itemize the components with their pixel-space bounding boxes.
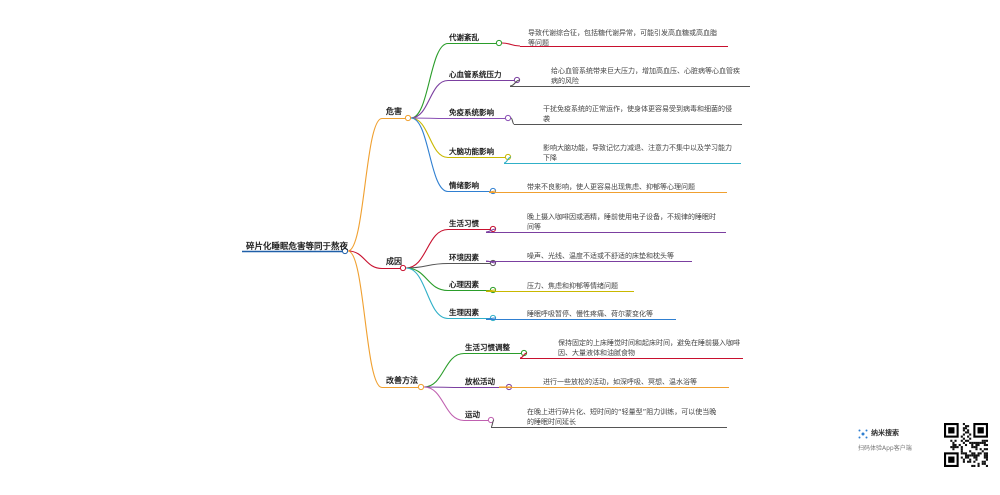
leaf-text: 噪声、光线、温度不适或不舒适的床垫和枕头等	[527, 252, 674, 260]
connector-line	[423, 352, 465, 388]
topic-label: 生活习惯	[449, 219, 479, 228]
brand-badge: 纳米搜索 扫码体验App客户端	[858, 423, 988, 483]
leaf-text: 压力、焦虑和抑郁等情绪问题	[527, 282, 618, 290]
leaf-text: 给心血管系统带来巨大压力，增加高血压、心脏病等心血管疾病的风险	[551, 67, 740, 85]
connector-line	[510, 117, 515, 125]
leaf-text: 干扰免疫系统的正常运作，使身体更容易受到病毒和细菌的侵袭	[543, 105, 732, 123]
connector-line	[423, 386, 465, 422]
connector-line	[347, 250, 383, 389]
topic-label: 运动	[465, 410, 480, 419]
topic-label: 生理因素	[449, 308, 479, 317]
brand-logo-icon	[858, 429, 868, 439]
branch-label: 危害	[386, 107, 402, 116]
connector-line	[405, 262, 449, 269]
connector-line	[490, 419, 495, 428]
node-dot	[341, 247, 349, 255]
leaf-text: 在晚上进行碎片化、短时间的“轻量型”阻力训练，可以使当晚的睡眠时间延长	[527, 408, 717, 426]
node-dot	[404, 114, 412, 122]
brand-subtitle: 扫码体验App客户端	[858, 445, 912, 452]
connector-line	[501, 42, 521, 47]
connector-line	[423, 386, 465, 389]
leaf-text: 带来不良影响，使人更容易出现焦虑、抑郁等心理问题	[527, 183, 695, 191]
topic-label: 情绪影响	[449, 181, 479, 190]
node-dot	[417, 383, 425, 391]
leaf-text: 导致代谢综合征，包括糖代谢异常，可能引发高血糖或高血脂等问题	[528, 29, 717, 47]
topic-label: 生活习惯调整	[465, 343, 510, 352]
topic-label: 心理因素	[449, 280, 479, 289]
leaf-text: 影响大脑功能，导致记忆力减退、注意力不集中以及学习能力下降	[543, 144, 732, 162]
topic-label: 环境因素	[449, 253, 479, 262]
connector-line	[347, 250, 383, 270]
branch-label: 改善方法	[386, 376, 418, 385]
connector-line	[410, 117, 449, 159]
topic-label: 心血管系统压力	[449, 70, 502, 79]
connector-line	[405, 267, 449, 292]
qr-code-icon[interactable]	[944, 423, 988, 467]
brand-name: 纳米搜索	[871, 429, 899, 437]
connector-line	[410, 117, 449, 193]
node-dot	[399, 264, 407, 272]
leaf-text: 睡眠呼吸暂停、慢性疼痛、荷尔蒙变化等	[527, 310, 653, 318]
connector-line	[410, 117, 449, 120]
connector-line	[519, 352, 528, 359]
connector-line	[410, 79, 449, 119]
connector-line	[405, 228, 449, 269]
node-dot	[495, 39, 503, 47]
connector-line	[410, 42, 449, 119]
connector-line	[485, 228, 497, 233]
topic-label: 大脑功能影响	[449, 147, 494, 156]
topic-label: 代谢紊乱	[449, 33, 479, 42]
topic-label: 免疫系统影响	[449, 108, 494, 117]
topic-label: 放松活动	[465, 377, 495, 386]
leaf-text: 保持固定的上床睡觉时间和起床时间，避免在睡前摄入咖啡因、大量液体和油腻食物	[558, 339, 740, 357]
branch-label: 成因	[386, 257, 402, 266]
root-title: 碎片化睡眠危害等同于熬夜	[246, 242, 349, 252]
connector-line	[509, 79, 521, 87]
connector-line	[347, 117, 383, 252]
leaf-text: 进行一些放松的活动，如深呼吸、冥想、温水浴等	[543, 378, 697, 386]
node-dot	[504, 114, 512, 122]
connector-line	[503, 156, 512, 164]
connector-line	[405, 267, 449, 320]
leaf-text: 晚上摄入咖啡因或酒精，睡前使用电子设备，不规律的睡眠时间等	[527, 213, 716, 231]
